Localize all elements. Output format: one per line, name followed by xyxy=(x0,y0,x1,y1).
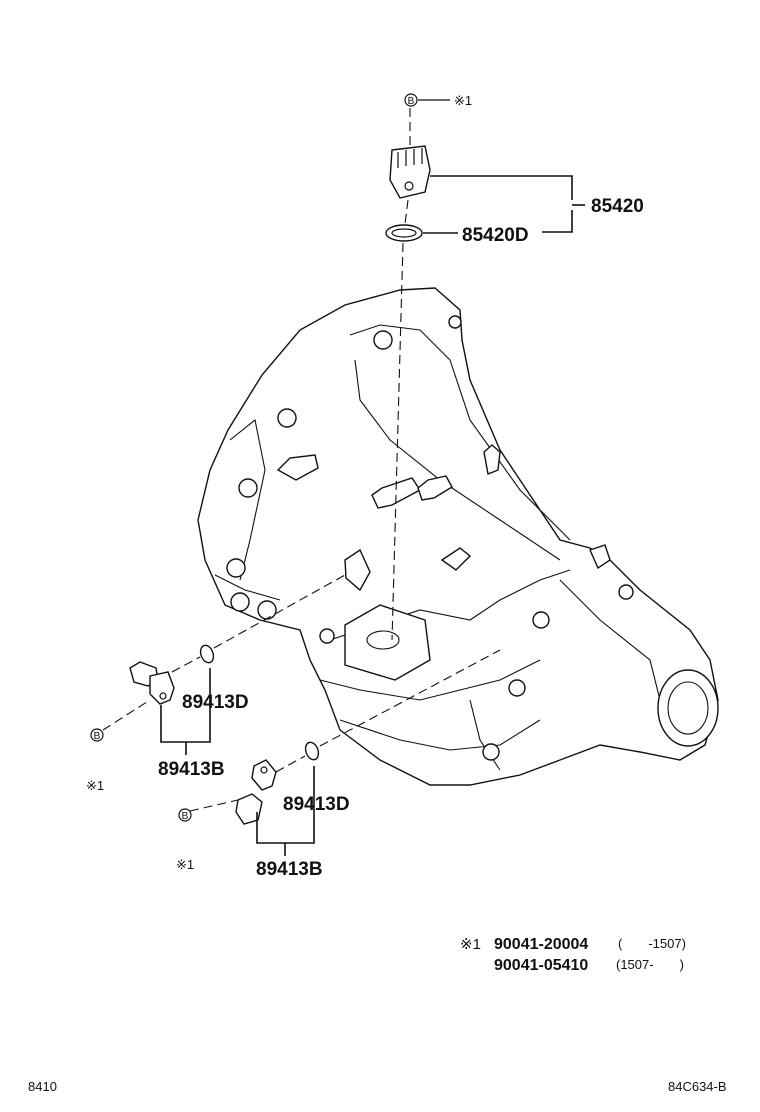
speed-sensor-right[interactable] xyxy=(235,759,277,825)
axis-line-left-mid xyxy=(171,656,201,673)
drawing-code: 84C634-B xyxy=(668,1079,727,1094)
leader-85420 xyxy=(430,175,573,233)
label-89413B-right[interactable]: 89413B xyxy=(256,859,323,880)
svg-text:B: B xyxy=(94,731,101,742)
footnote-range-1: ( -1507) xyxy=(618,936,686,951)
footnote-part-1[interactable]: 90041-20004 xyxy=(494,936,588,953)
oring-right[interactable] xyxy=(303,740,320,761)
footnote-range-2: (1507- ) xyxy=(616,957,684,972)
label-85420[interactable]: 85420 xyxy=(591,196,644,217)
label-89413D-left[interactable]: 89413D xyxy=(182,692,249,713)
bolt-letter: B xyxy=(408,96,415,107)
axis-line-top-mid xyxy=(404,199,409,225)
label-89413D-right[interactable]: 89413D xyxy=(283,794,350,815)
footnote: ※1 90041-20004 ( -1507) 90041-05410 (150… xyxy=(460,936,686,974)
axis-line-right-upper xyxy=(319,649,501,747)
transmission-case xyxy=(197,287,719,786)
oring-top[interactable] xyxy=(385,224,423,242)
bolt-callout-top: B ※1 xyxy=(404,93,472,108)
speed-sensor-left[interactable] xyxy=(129,661,175,705)
svg-text:※1: ※1 xyxy=(176,857,194,872)
axis-line-right-mid xyxy=(275,755,306,773)
axis-line-left-upper xyxy=(213,574,346,649)
label-85420D[interactable]: 85420D xyxy=(462,225,529,246)
svg-text:※1: ※1 xyxy=(86,778,104,793)
footnote-part-2[interactable]: 90041-05410 xyxy=(494,957,588,974)
footnote-mark: ※1 xyxy=(460,936,481,953)
bolt-callout-right: B ※1 xyxy=(176,808,194,872)
svg-text:B: B xyxy=(182,811,189,822)
speed-sensor-top[interactable] xyxy=(389,145,431,199)
axis-line-left-lower xyxy=(102,699,151,731)
bolt-mark: ※1 xyxy=(454,93,472,108)
axis-line-right-lower xyxy=(189,799,239,812)
oring-left[interactable] xyxy=(198,643,215,664)
page-code: 8410 xyxy=(28,1079,57,1094)
bolt-callout-left: B ※1 xyxy=(86,728,104,793)
label-89413B-left[interactable]: 89413B xyxy=(158,759,225,780)
axis-line-top-lower xyxy=(391,242,404,641)
